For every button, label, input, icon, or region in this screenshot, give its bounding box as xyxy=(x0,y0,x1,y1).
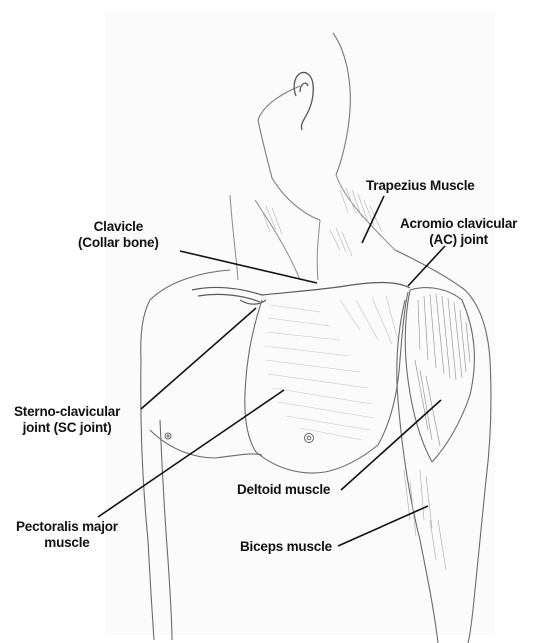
label-deltoid-text: Deltoid muscle xyxy=(237,482,330,498)
label-acromio-line2: (AC) joint xyxy=(400,232,517,248)
label-acromio-clavicular: Acromio clavicular (AC) joint xyxy=(400,216,517,248)
label-clavicle-line2: (Collar bone) xyxy=(78,235,159,251)
label-clavicle-line1: Clavicle xyxy=(78,219,159,235)
label-sterno-clavicular: Sterno-clavicular joint (SC joint) xyxy=(14,404,120,436)
label-sterno-line1: Sterno-clavicular xyxy=(14,404,120,420)
label-trapezius: Trapezius Muscle xyxy=(366,178,475,194)
label-biceps: Biceps muscle xyxy=(240,539,332,555)
label-sterno-line2: joint (SC joint) xyxy=(14,420,120,436)
label-pectoralis-line2: muscle xyxy=(16,535,118,551)
label-trapezius-text: Trapezius Muscle xyxy=(366,178,475,194)
label-deltoid: Deltoid muscle xyxy=(237,482,330,498)
label-biceps-text: Biceps muscle xyxy=(240,539,332,555)
label-pectoralis: Pectoralis major muscle xyxy=(16,519,118,551)
label-pectoralis-line1: Pectoralis major xyxy=(16,519,118,535)
label-acromio-line1: Acromio clavicular xyxy=(400,216,517,232)
label-clavicle: Clavicle (Collar bone) xyxy=(78,219,159,251)
